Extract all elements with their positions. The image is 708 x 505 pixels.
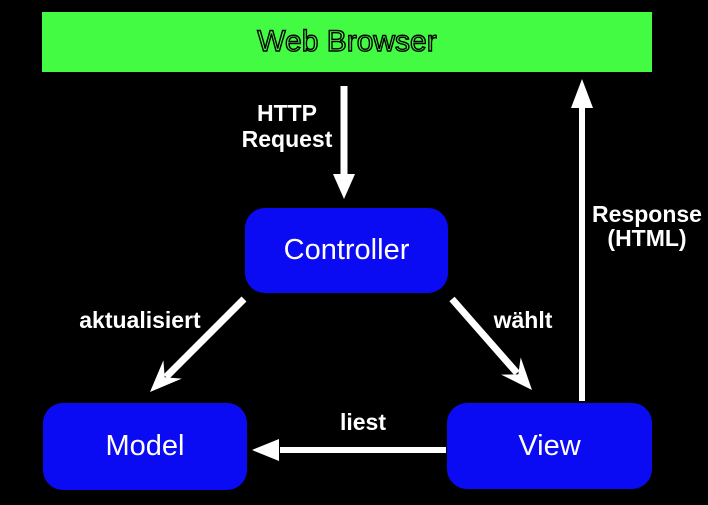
liest-label: liest xyxy=(339,409,387,435)
view-label: View xyxy=(518,429,581,462)
http-request-label-line2: Request xyxy=(241,126,333,152)
web-browser-node: Web Browser xyxy=(42,12,652,72)
response-label: Response (HTML) xyxy=(587,202,707,250)
http-request-arrow xyxy=(333,86,355,199)
http-request-label-line1: HTTP xyxy=(256,100,318,126)
model-node: Model xyxy=(43,403,247,490)
waehlt-arrow xyxy=(449,296,532,390)
response-label-line2: (HTML) xyxy=(607,225,687,251)
web-browser-label: Web Browser xyxy=(257,24,438,58)
aktualisiert-label: aktualisiert xyxy=(79,307,201,333)
aktualisiert-arrow xyxy=(150,296,247,392)
http-request-label: HTTP Request xyxy=(217,100,357,152)
response-label-line1: Response xyxy=(592,201,702,227)
view-node: View xyxy=(447,403,652,489)
liest-arrow xyxy=(252,439,446,461)
controller-label: Controller xyxy=(283,234,410,266)
model-label: Model xyxy=(105,430,185,462)
waehlt-label: wählt xyxy=(493,307,553,333)
controller-node: Controller xyxy=(245,208,448,293)
response-arrow xyxy=(571,79,593,401)
